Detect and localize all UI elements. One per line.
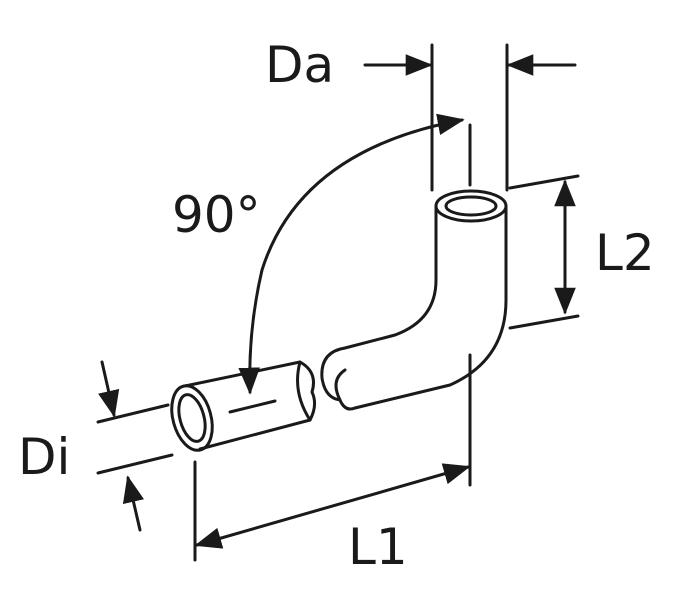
elbow-pipe bbox=[320, 189, 508, 411]
da-label: Da bbox=[265, 36, 335, 94]
angle-label: 90° bbox=[172, 186, 261, 244]
l1-dimension bbox=[193, 353, 472, 562]
angle-arc bbox=[238, 113, 465, 395]
l2-label: L2 bbox=[595, 224, 655, 282]
l2-dimension bbox=[508, 174, 580, 330]
di-dimension bbox=[96, 360, 174, 532]
straight-pipe bbox=[170, 360, 317, 452]
l1-label: L1 bbox=[348, 518, 408, 576]
di-label: Di bbox=[18, 428, 71, 486]
